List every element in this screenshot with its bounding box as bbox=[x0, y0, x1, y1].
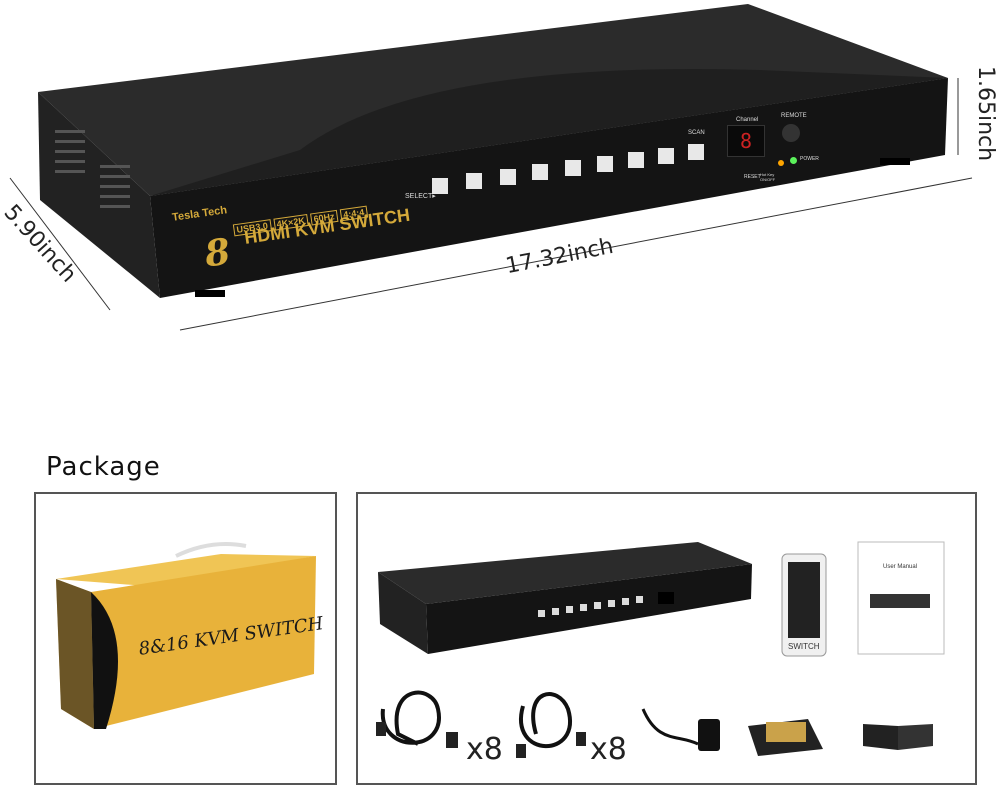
channel-button-8[interactable] bbox=[658, 148, 674, 164]
scan-label: SCAN bbox=[688, 130, 705, 136]
channel-button-4[interactable] bbox=[532, 164, 548, 180]
channel-button-7[interactable] bbox=[628, 152, 644, 168]
kvm-switch-image bbox=[9, 4, 973, 331]
package-contents-panel: SWITCH User Manual x8 x8 bbox=[356, 492, 977, 785]
reset-label: RESET bbox=[744, 174, 761, 180]
status-led-orange bbox=[778, 160, 784, 166]
device-left bbox=[38, 92, 160, 298]
package-title: Package bbox=[46, 452, 161, 482]
hdmi-cable-quantity: x8 bbox=[590, 732, 627, 767]
front-buttons bbox=[432, 144, 712, 198]
usb-cable-quantity: x8 bbox=[466, 732, 503, 767]
channel-button-6[interactable] bbox=[597, 156, 613, 172]
dimension-height: 1.65inch bbox=[973, 66, 998, 162]
retail-box-image bbox=[56, 542, 316, 729]
ir-receiver bbox=[782, 124, 800, 142]
manual-title: User Manual bbox=[883, 564, 918, 570]
scan-button[interactable] bbox=[688, 144, 704, 160]
remote-label: REMOTE bbox=[781, 113, 807, 119]
channel-button-3[interactable] bbox=[500, 169, 516, 185]
power-label: POWER bbox=[800, 156, 819, 162]
hotkey-label: Hot Key ON/OFF bbox=[760, 172, 776, 182]
retail-box-panel: 8&16 KVM SWITCH bbox=[34, 492, 337, 785]
channel-button-2[interactable] bbox=[466, 173, 482, 189]
channel-label: Channel bbox=[736, 117, 759, 123]
power-led bbox=[790, 157, 797, 164]
package-items-image bbox=[376, 541, 945, 758]
channel-button-1[interactable] bbox=[432, 178, 448, 194]
channel-display: 8 bbox=[727, 125, 765, 157]
channel-button-5[interactable] bbox=[565, 160, 581, 176]
select-label: SELECT▸ bbox=[405, 193, 436, 200]
remote-switch-label: SWITCH bbox=[788, 642, 820, 651]
